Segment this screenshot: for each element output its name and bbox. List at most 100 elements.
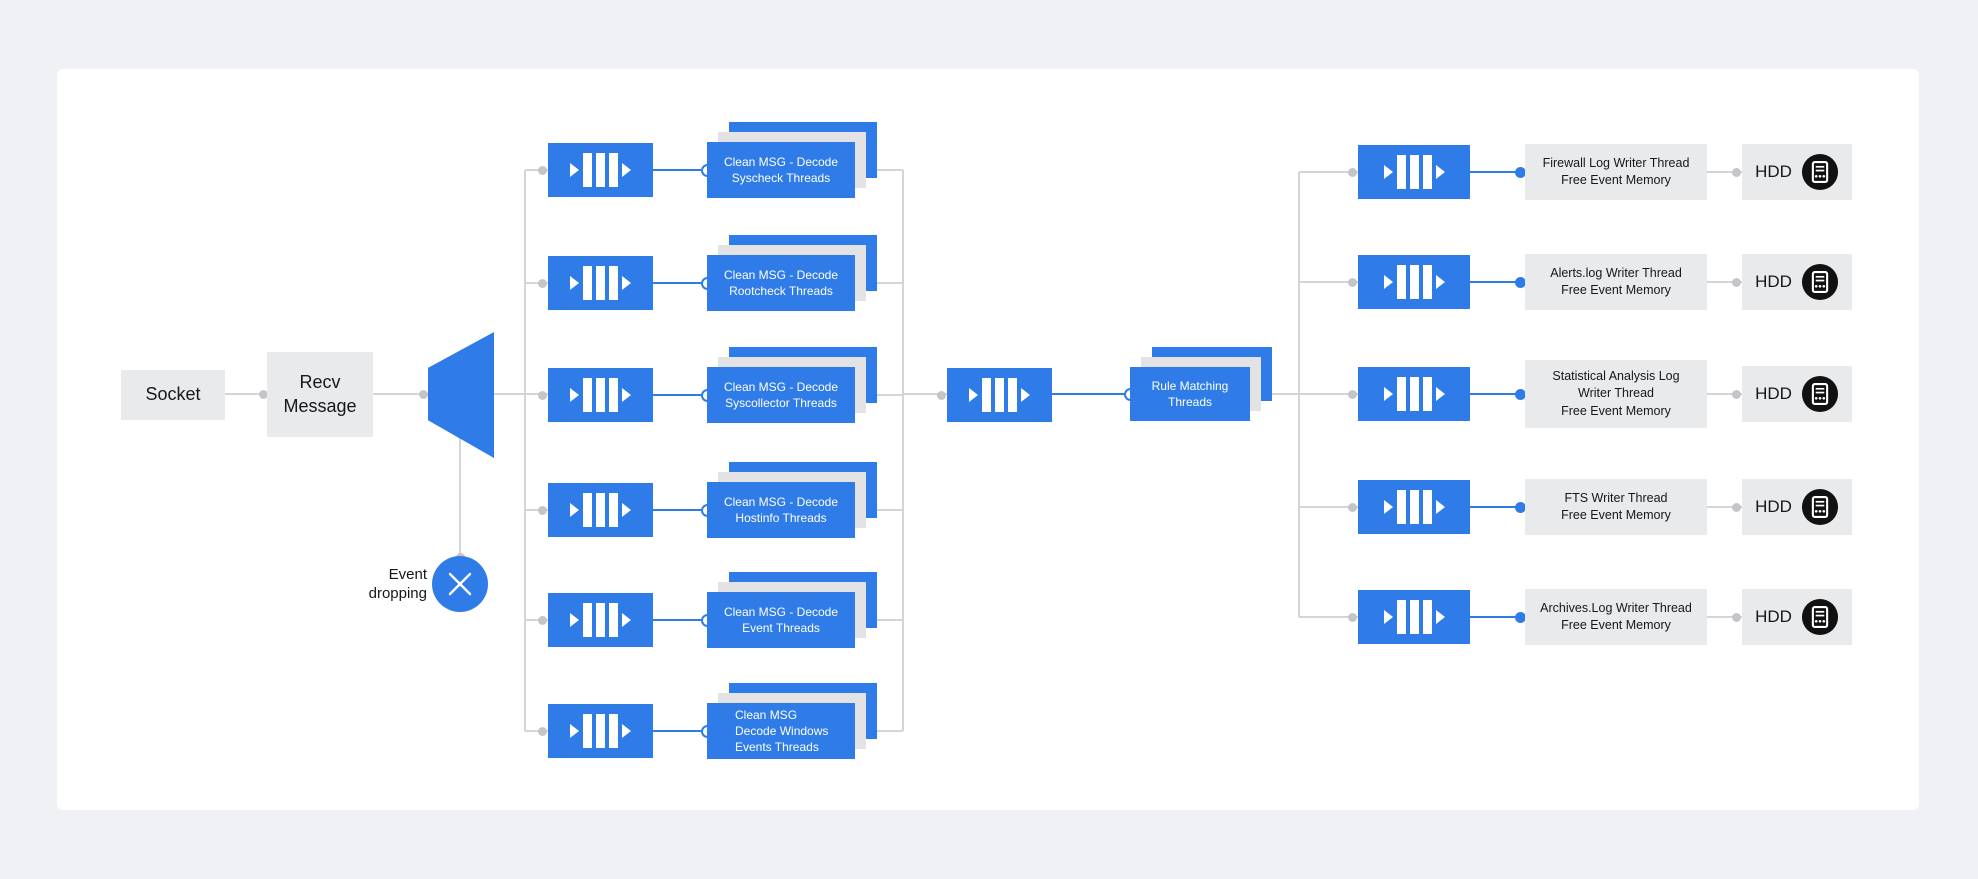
connector-dot: [1347, 612, 1357, 622]
connector-line-blue: [653, 282, 707, 284]
queue-icon: [570, 378, 631, 412]
hdd-log-file-icon: [1801, 153, 1838, 191]
writer-queue-node: [1358, 255, 1470, 309]
decoder-thread-label: Clean MSG - Decode Hostinfo Threads: [707, 482, 855, 538]
connector-dot: [537, 390, 547, 400]
queue-icon: [969, 378, 1030, 412]
connector-line-blue: [1470, 281, 1525, 283]
queue-icon: [570, 714, 631, 748]
connector-line: [525, 282, 548, 284]
hdd-label: HDD: [1755, 384, 1792, 403]
connector-line: [1299, 616, 1358, 618]
writer-queue-node: [1358, 590, 1470, 644]
hdd-log-file-icon: [1801, 488, 1838, 526]
decoder-thread-stack: Clean MSG - Decode Rootcheck Threads: [707, 235, 877, 311]
connector-line: [903, 393, 947, 395]
connector-dot: [1347, 167, 1357, 177]
connector-line: [1272, 393, 1358, 395]
queue-icon: [1383, 155, 1445, 189]
hdd-label: HDD: [1755, 162, 1792, 181]
hdd-node: HDD: [1742, 589, 1852, 645]
hdd-label: HDD: [1755, 607, 1792, 626]
decoder-thread-stack: Clean MSG - Decode Event Threads: [707, 572, 877, 648]
queue-icon: [570, 493, 631, 527]
connector-line-blue: [1470, 616, 1525, 618]
connector-dot: [1731, 502, 1741, 512]
decoder-queue-node: [548, 368, 653, 422]
connector-dot-blue: [1514, 611, 1526, 623]
queue-icon: [1383, 490, 1445, 524]
hdd-node: HDD: [1742, 366, 1852, 422]
queue-icon: [570, 153, 631, 187]
connector-line-blue: [1470, 393, 1525, 395]
fanout-bus-line: [524, 170, 526, 731]
connector-line: [877, 619, 903, 621]
connector-line-blue: [653, 394, 707, 396]
hdd-node: HDD: [1742, 144, 1852, 200]
decoded-event-queue-node: [947, 368, 1052, 422]
connector-line: [1707, 616, 1742, 618]
hdd-log-file-icon: [1801, 375, 1838, 413]
connector-line: [1707, 171, 1742, 173]
connector-line: [877, 730, 903, 732]
decoder-thread-stack: Clean MSG Decode Windows Events Threads: [707, 683, 877, 759]
connector-line-blue: [1470, 506, 1525, 508]
decoder-thread-label: Clean MSG - Decode Event Threads: [707, 592, 855, 648]
writer-bus-line: [1298, 172, 1300, 617]
connector-line: [877, 394, 903, 396]
hdd-log-file-icon: [1801, 598, 1838, 636]
decoder-thread-label: Clean MSG - Decode Syscheck Threads: [707, 142, 855, 198]
connector-line: [494, 393, 548, 395]
connector-line-blue: [653, 730, 707, 732]
decoder-queue-node: [548, 143, 653, 197]
decoder-thread-stack: Clean MSG - Decode Hostinfo Threads: [707, 462, 877, 538]
queue-icon: [1383, 265, 1445, 299]
connector-dot-blue: [1514, 501, 1526, 513]
hdd-log-file-icon: [1801, 263, 1838, 301]
writer-queue-node: [1358, 145, 1470, 199]
connector-dot: [537, 726, 547, 736]
decoder-queue-node: [548, 704, 653, 758]
decoder-thread-stack: Clean MSG - Decode Syscheck Threads: [707, 122, 877, 198]
connector-dot: [936, 390, 946, 400]
event-dropping-label: Event dropping: [368, 566, 427, 602]
connector-line-blue: [1052, 393, 1130, 395]
connector-line: [877, 282, 903, 284]
writer-queue-node: [1358, 367, 1470, 421]
connector-dot: [1347, 277, 1357, 287]
decoder-thread-label: Clean MSG - Decode Syscollector Threads: [707, 367, 855, 423]
writer-thread-label: Archives.Log Writer Thread Free Event Me…: [1525, 589, 1707, 645]
connector-dot: [537, 278, 547, 288]
writer-thread-label: FTS Writer Thread Free Event Memory: [1525, 479, 1707, 535]
connector-dot: [1731, 612, 1741, 622]
connector-line: [525, 169, 548, 171]
connector-dot: [1731, 167, 1741, 177]
connector-line-blue: [653, 509, 707, 511]
queue-icon: [570, 266, 631, 300]
decoder-queue-node: [548, 593, 653, 647]
connector-line-blue: [1470, 171, 1525, 173]
hdd-node: HDD: [1742, 479, 1852, 535]
event-dropping-node: [432, 556, 488, 612]
connector-line: [525, 509, 548, 511]
queue-icon: [570, 603, 631, 637]
event-drop-line: [459, 430, 461, 557]
connector-dot-blue: [1514, 166, 1526, 178]
connector-line: [525, 730, 548, 732]
connector-line: [1299, 171, 1358, 173]
x-cross-icon: [448, 572, 472, 596]
recv-message-label: Recv Message: [283, 372, 357, 416]
connector-line: [1707, 506, 1742, 508]
collector-bus-line: [902, 170, 904, 731]
writer-thread-label: Statistical Analysis Log Writer Thread F…: [1525, 360, 1707, 428]
decoder-thread-label: Clean MSG - Decode Rootcheck Threads: [707, 255, 855, 311]
rule-matching-label: Rule Matching Threads: [1130, 367, 1250, 421]
queue-icon: [1383, 600, 1445, 634]
connector-dot-blue: [1514, 276, 1526, 288]
hdd-label: HDD: [1755, 497, 1792, 516]
connector-dot: [537, 505, 547, 515]
connector-line: [1299, 281, 1358, 283]
connector-dot-blue: [1514, 388, 1526, 400]
connector-dot: [537, 615, 547, 625]
